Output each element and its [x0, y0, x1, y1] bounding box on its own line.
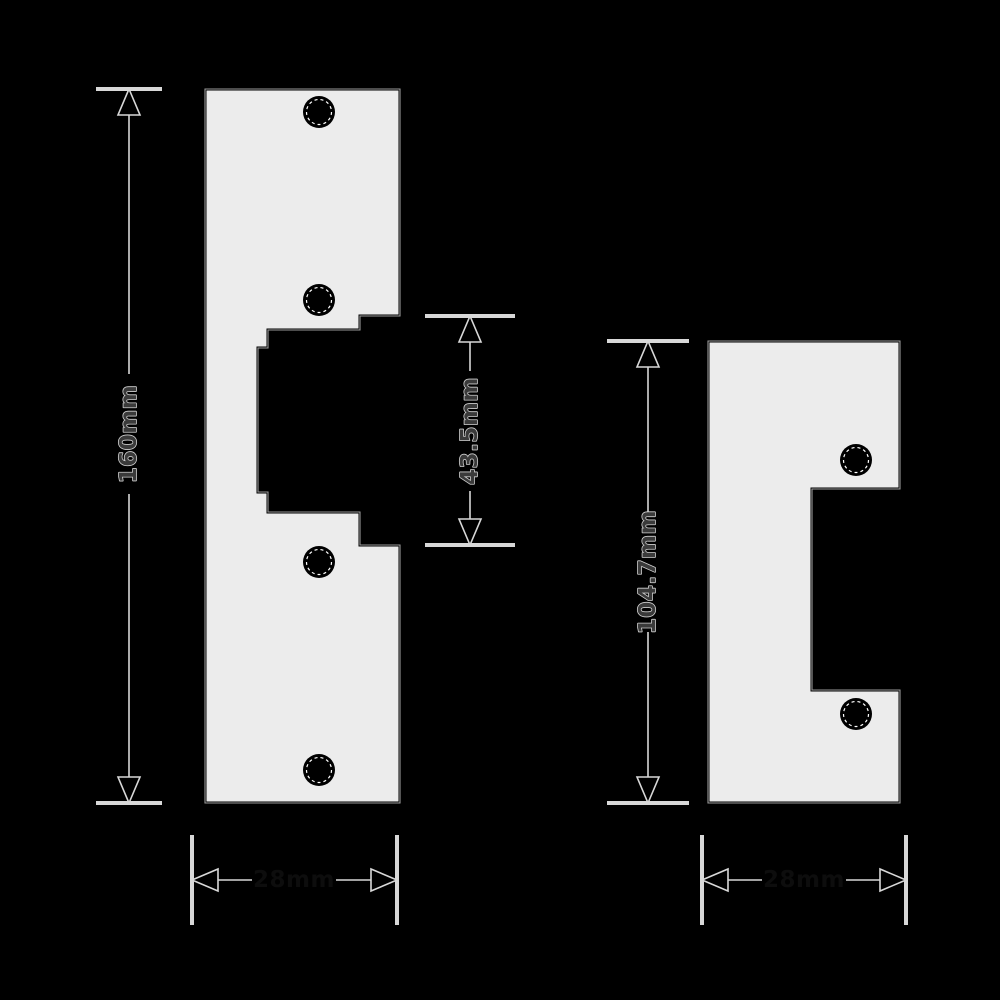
dimension-height-104-7mm-label: 104.7mm — [635, 510, 661, 634]
hole-lower-bore — [840, 698, 872, 730]
dimension-width-right-28mm-arrow-right — [879, 867, 909, 893]
dimension-width-left-28mm-arrow-right — [370, 867, 400, 893]
dimension-width-right-28mm-label: 28mm — [763, 867, 845, 893]
side-plate-view — [706, 339, 902, 805]
dimension-cutout-43-5mm-label-outline: 43.5mm — [457, 377, 483, 485]
dimension-cutout-43-5mm-arrow-top — [457, 313, 483, 343]
dimension-width-left-28mm: 28mm — [189, 835, 400, 925]
front-plate-view — [203, 87, 402, 805]
dimension-width-left-28mm-label: 28mm — [253, 867, 335, 893]
dimension-height-160mm-label-outline: 160mm — [116, 385, 142, 483]
dimension-height-104-7mm-arrow-top — [635, 338, 661, 368]
hole-top-dashed-ring — [305, 98, 333, 126]
hole-bottom-dashed-ring — [305, 756, 333, 784]
front-plate-view-outline-highlight — [204, 88, 401, 804]
dimension-height-160mm-arrow-top — [116, 86, 142, 116]
hole-upper-mid — [303, 284, 335, 316]
hole-lower-dashed-ring — [842, 700, 870, 728]
side-plate-view-outline-highlight — [707, 340, 901, 804]
dimension-cutout-43-5mm-label: 43.5mm — [457, 377, 483, 485]
hole-bottom — [303, 754, 335, 786]
dimension-height-160mm-arrow-bottom — [116, 776, 142, 806]
hole-bottom-bore — [303, 754, 335, 786]
dimension-height-160mm-label: 160mm — [116, 385, 142, 483]
hole-top — [303, 96, 335, 128]
hole-upper-bore — [840, 444, 872, 476]
dimension-height-104-7mm-label-outline: 104.7mm — [635, 510, 661, 634]
dimension-width-right-28mm-arrow-left — [699, 867, 729, 893]
dimension-cutout-43-5mm-arrow-bottom — [457, 518, 483, 548]
dimension-width-left-28mm-arrow-left — [189, 867, 219, 893]
hole-upper — [840, 444, 872, 476]
hole-upper-mid-dashed-ring — [305, 286, 333, 314]
hole-top-bore — [303, 96, 335, 128]
hole-lower-mid — [303, 546, 335, 578]
dimension-width-right-28mm: 28mm — [699, 835, 909, 925]
dimension-height-104-7mm-arrow-bottom — [635, 776, 661, 806]
hole-lower-mid-dashed-ring — [305, 548, 333, 576]
hole-lower — [840, 698, 872, 730]
hole-lower-mid-bore — [303, 546, 335, 578]
hole-upper-mid-bore — [303, 284, 335, 316]
hole-upper-dashed-ring — [842, 446, 870, 474]
